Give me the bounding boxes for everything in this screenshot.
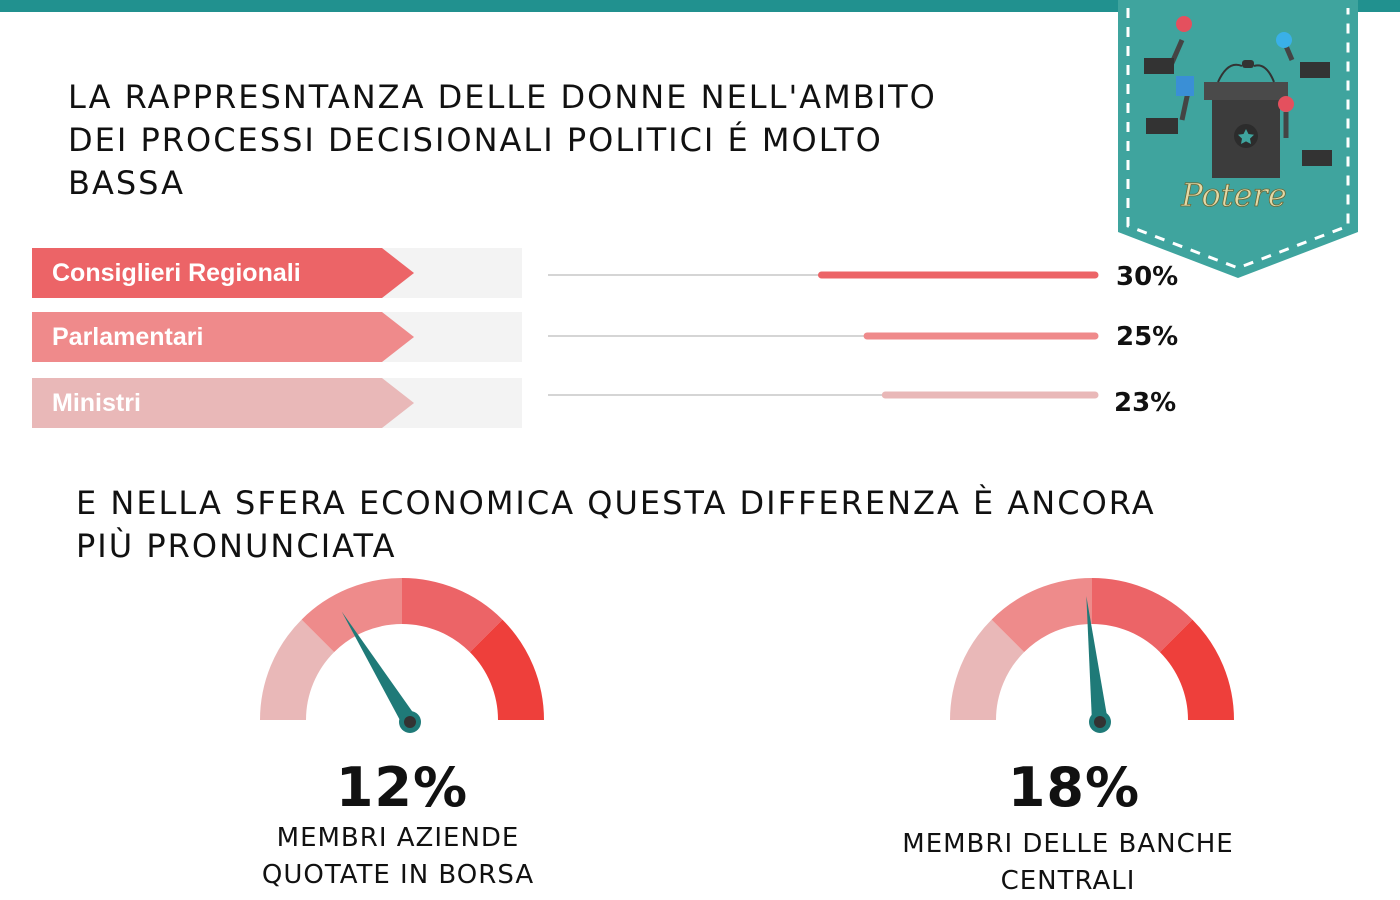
gauge-hub-center	[1094, 716, 1106, 728]
potere-badge: Potere	[1118, 0, 1358, 278]
gauge-banche	[950, 578, 1234, 733]
economy-heading: E NELLA SFERA ECONOMICA QUESTA DIFFERENZ…	[76, 484, 1156, 565]
bar-category-label: Consiglieri Regionali	[52, 259, 301, 287]
gauge-banche-label-line-1: MEMBRI DELLE BANCHE	[902, 829, 1234, 859]
gauge-aziende-label-line-1: MEMBRI AZIENDE	[276, 823, 520, 853]
bar-row: Ministri	[32, 378, 522, 428]
gauge-needle	[341, 611, 417, 726]
top-bar	[0, 0, 1400, 12]
bar-category-label: Ministri	[52, 389, 141, 417]
gauge-segment	[301, 578, 402, 653]
bar-category-tag: Parlamentari	[32, 312, 414, 362]
gauge-segment	[402, 578, 503, 653]
bar-category-tag: Consiglieri Regionali	[32, 248, 414, 298]
bar-value-label: 25%	[1116, 322, 1179, 352]
bar-value-label: 30%	[1116, 262, 1179, 292]
gauge-banche-label-line-2: CENTRALI	[1000, 866, 1136, 896]
gauge-needle	[1086, 596, 1108, 723]
gauge-banche-label: MEMBRI DELLE BANCHE CENTRALI	[858, 826, 1278, 900]
bar-value-label: 23%	[1114, 388, 1177, 418]
bar-row: Consiglieri Regionali	[32, 248, 522, 298]
gauge-segment	[950, 619, 1025, 720]
politics-bar-lines	[548, 271, 1099, 399]
gauge-aziende-label: MEMBRI AZIENDE QUOTATE IN BORSA	[188, 820, 608, 894]
gauge-aziende-value: 12%	[335, 756, 469, 819]
bar-category-tag: Ministri	[32, 378, 414, 428]
bar-category-label: Parlamentari	[52, 323, 204, 351]
gauge-segment	[1159, 619, 1234, 720]
gauge-aziende	[260, 578, 544, 733]
politics-heading: LA RAPPRESNTANZA DELLE DONNE NELL'AMBITO…	[68, 78, 937, 202]
badge-label: Potere	[1180, 176, 1287, 214]
gauge-banche-value: 18%	[1007, 756, 1141, 819]
gauge-aziende-label-line-2: QUOTATE IN BORSA	[261, 860, 535, 890]
gauge-segment	[991, 578, 1092, 653]
gauge-segment	[469, 619, 544, 720]
bar-row: Parlamentari	[32, 312, 522, 362]
gauge-segment	[1092, 578, 1193, 653]
gauge-hub-center	[404, 716, 416, 728]
gauge-segment	[260, 619, 335, 720]
podium-microphones-icon	[1144, 16, 1332, 178]
